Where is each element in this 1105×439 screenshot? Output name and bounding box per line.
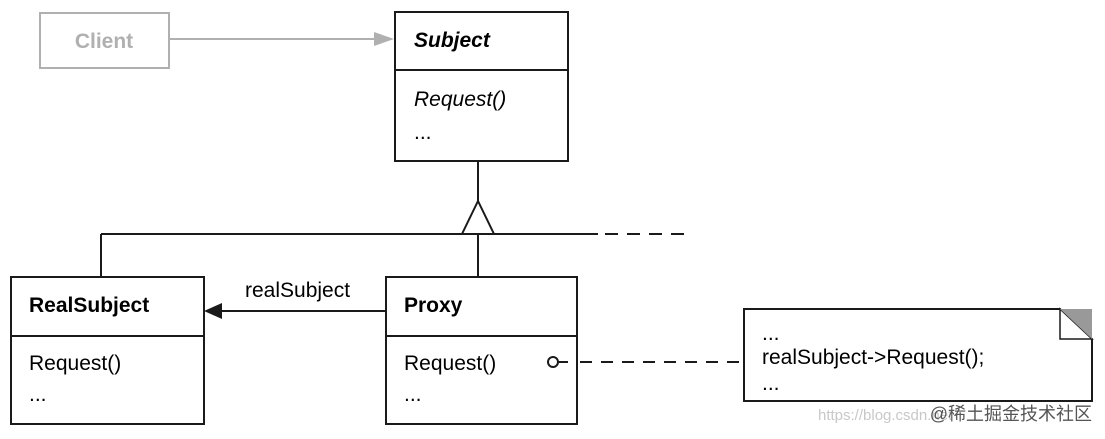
- proxy-ellipsis: ...: [404, 383, 422, 406]
- association-label: realSubject: [245, 279, 350, 302]
- proxy-operation: Request(): [404, 352, 496, 375]
- realsubject-box: [10, 276, 205, 425]
- association-arrowhead: [204, 303, 222, 319]
- generalization-triangle: [460, 198, 496, 235]
- watermark-url: https://blog.csdn.net: [818, 407, 953, 424]
- note-line-2: realSubject->Request();: [762, 346, 984, 369]
- implementation-note: ... realSubject->Request(); ...: [743, 307, 1094, 402]
- proxy-name: Proxy: [404, 294, 463, 317]
- subject-operation: Request(): [414, 88, 506, 111]
- subject-name: Subject: [414, 29, 491, 52]
- watermark-brand: @稀土掘金技术社区: [930, 404, 1092, 424]
- realsubject-association: realSubject: [204, 279, 386, 319]
- client-box: [39, 12, 170, 69]
- client-class: Client: [39, 12, 170, 69]
- realsubject-class: RealSubject Request() ...: [10, 276, 205, 425]
- subject-ellipsis: ...: [414, 121, 432, 144]
- proxy-class: Proxy Request() ...: [385, 276, 578, 425]
- note-anchor-circle: [547, 356, 559, 368]
- client-arrow-head: [374, 32, 394, 46]
- note-corner-shade: [1060, 309, 1092, 339]
- client-label: Client: [75, 30, 133, 53]
- note-line-1: ...: [762, 322, 780, 345]
- watermark: https://blog.csdn.net @稀土掘金技术社区: [818, 404, 1092, 424]
- realsubject-name: RealSubject: [29, 294, 149, 317]
- inheritance-hierarchy: [100, 161, 690, 277]
- subject-class: Subject Request() ...: [394, 11, 569, 162]
- note-line-3: ...: [762, 372, 780, 395]
- subject-box: [394, 11, 569, 162]
- realsubject-ellipsis: ...: [29, 383, 47, 406]
- note-box: [743, 308, 1093, 402]
- proxy-box: [385, 276, 578, 425]
- client-subject-arrow: [169, 32, 394, 46]
- realsubject-operation: Request(): [29, 352, 121, 375]
- note-connector: [547, 356, 744, 368]
